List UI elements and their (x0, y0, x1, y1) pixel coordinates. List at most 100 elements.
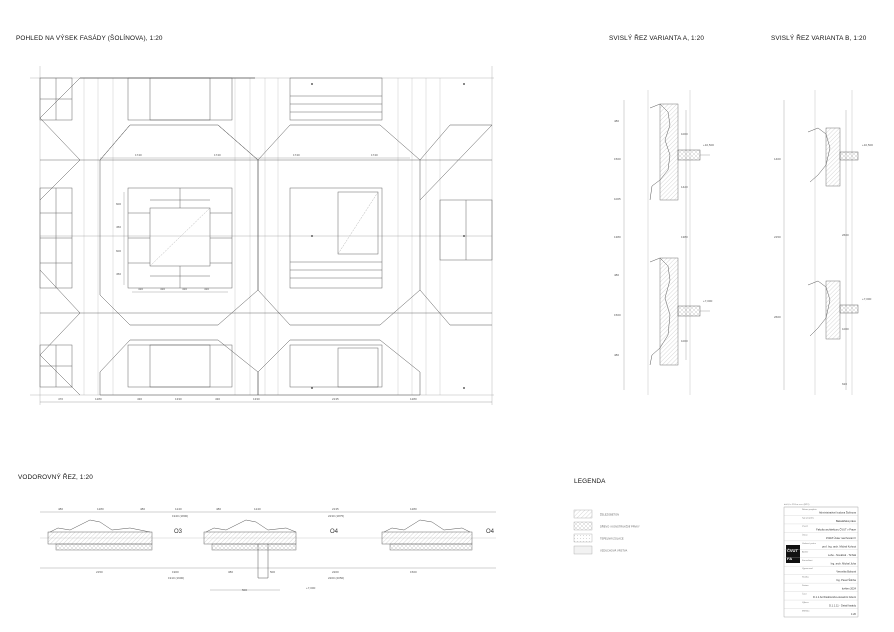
title-block-value: 15118 Ústav navrhování II (826, 535, 856, 540)
h-elevation: +7,000 (306, 586, 316, 590)
section-a-right-dim: 1000 (681, 339, 688, 343)
title-block-value: D.1.1 Architektonicko-stavební řešení (813, 595, 856, 599)
window-dim: 430 (138, 287, 143, 291)
section-a-level: +10,500 (703, 143, 714, 147)
section-a-left-dim: 480 (614, 273, 619, 277)
facade-bottom-dims: 470 1280 430 1330 430 1330 2135 1280 (40, 397, 492, 403)
title-block-key: Výkres (802, 601, 810, 604)
title-block-key: Ústav (802, 533, 808, 536)
facade-top-dim: 1740 (214, 153, 221, 157)
h-top-dim: 1240 (254, 507, 261, 511)
title-block-value: květen 2024 (842, 587, 857, 591)
section-b-left-dim: 2150 (774, 235, 781, 239)
legend-title: LEGENDA (574, 478, 606, 485)
section-a-left-dim: 480 (614, 119, 619, 123)
facade-bottom-dim: 1330 (253, 397, 260, 401)
h-bottom-sub-dim: 2200 (2050) (328, 576, 344, 580)
legend-swatch (573, 545, 593, 555)
facade-top-dim: 1740 (371, 153, 378, 157)
vertical-section-b-title: SVISLÝ ŘEZ VARIANTA B, 1:20 (771, 35, 867, 42)
title-block-value: 1:20 (851, 612, 857, 616)
section-a-left-dim: 1005 (614, 197, 621, 201)
title-block-value: Fakulta architektury ČVUT v Praze (816, 526, 856, 531)
section-tag: O4 (330, 529, 339, 535)
section-a-left-dim: 1500 (614, 313, 621, 317)
facade-bottom-dim: 1280 (410, 397, 417, 401)
section-a-left-dim: 1380 (614, 235, 621, 239)
section-b-level: +10,500 (862, 143, 873, 147)
cvut-logo (786, 545, 800, 563)
facade-window-right (289, 77, 383, 388)
title-block-key: Vypracoval (802, 567, 813, 570)
title-block-key: Konzultant (802, 559, 813, 562)
title-block-key: ČVUT (802, 525, 809, 528)
h-top-sub-dim: 2230 (1875) (328, 514, 344, 518)
h-top-dim: 480 (58, 507, 63, 511)
title-block-key: Měřítko (802, 610, 810, 613)
facade-top-dim: 1740 (135, 153, 142, 157)
h-top-dim: 1240 (175, 507, 182, 511)
title-block-key: Vedoucí práce (802, 542, 817, 545)
section-a-right-dim: 1380 (681, 235, 688, 239)
facade-view-title: POHLED NA VÝSEK FASÁDY (ŠOLÍNOVA), 1:20 (16, 35, 163, 42)
h-top-dim: 480 (216, 507, 221, 511)
window-dim: 600 (116, 202, 121, 206)
vertical-section-b (783, 90, 859, 395)
title-block-header: d=0,0 = 253 m n.m. (BPV) (784, 504, 810, 506)
title-block-key: Název projektu (802, 508, 817, 511)
h-bottom-dim: 1900 (172, 570, 179, 574)
h-top-dim: 1280 (97, 507, 104, 511)
facade-bottom-dim: 430 (137, 397, 142, 401)
section-b-right-dim: 2600 (842, 233, 849, 237)
section-b-right-dim: 620 (842, 382, 847, 386)
title-block-value: Lehe - Nováček - Tichák (828, 553, 857, 557)
title-block-value: prof. Ing. arch. Michal Kohout (822, 544, 856, 548)
horizontal-tags: O3 O4 O4 (174, 529, 495, 535)
title-block-value: D.1.1.11 - Detail fasády (829, 604, 857, 608)
section-b-left-dim: 1400 (774, 157, 781, 161)
h-bottom-dim: 2150 (96, 570, 103, 574)
section-a-level: +7,000 (703, 299, 713, 303)
title-block-value: Ing. Pavel Štěrba (836, 577, 856, 582)
title-block-key: Statika (802, 576, 809, 579)
h-top-sub-dim: 1940 (1800) (172, 514, 188, 518)
window-dim: 600 (116, 249, 121, 253)
h-bottom-sub-dim: 1910 (1900) (168, 576, 184, 580)
h-top-dim: 1280 (410, 507, 417, 511)
section-tag: O3 (174, 529, 183, 535)
title-block-value: Bakalářská práce (836, 519, 857, 523)
horizontal-dims: 480 1280 480 1240 480 1240 2135 1280 194… (58, 507, 417, 592)
facade-top-dims: 1740 1740 1740 1740 (100, 153, 410, 159)
horizontal-section-title: VODOROVNÝ ŘEZ, 1:20 (18, 474, 93, 481)
title-block-value: Ing. arch. Michal Juha (831, 561, 857, 565)
legend: ŽELEZOBETON DŘEVO / KONSTRUKČNÍ PRVKY TE… (573, 509, 640, 555)
facade-bottom-dim: 2135 (332, 397, 339, 401)
window-dim: 450 (116, 272, 121, 276)
cvut-logo-text: ČVUT (787, 548, 798, 553)
horizontal-section (40, 511, 496, 591)
legend-swatch (573, 533, 593, 543)
facade-bottom-dim: 1330 (175, 397, 182, 401)
title-block: d=0,0 = 253 m n.m. (BPV) ČVUT FA Název p… (783, 504, 859, 618)
section-b-right-dim: 1000 (842, 327, 849, 331)
legend-label: ŽELEZOBETON (600, 512, 619, 517)
section-a-left-dim: 1500 (614, 157, 621, 161)
title-block-key: Datum (802, 584, 809, 587)
legend-swatch (573, 509, 593, 519)
legend-label: DŘEVO / KONSTRUKČNÍ PRVKY (600, 524, 640, 529)
h-bottom-dim: 1500 (410, 570, 417, 574)
facade-bottom-dim: 430 (215, 397, 220, 401)
title-block-key: Část (802, 593, 807, 596)
vertical-section-a (623, 90, 710, 395)
title-block-value: Administrativní budova Šolínova (819, 510, 857, 515)
title-block-value: Veronika Bubová (836, 570, 856, 574)
facade-window-center (127, 77, 233, 388)
window-dim: 450 (116, 225, 121, 229)
section-a-left-dim: 480 (614, 353, 619, 357)
legend-label: VZDUCHOVÁ VRSTVA (600, 549, 627, 553)
h-bottom-dim: 2200 (332, 570, 339, 574)
facade-window-dims: 430 430 430 430 600 450 600 450 (116, 192, 228, 293)
legend-swatch (573, 521, 593, 531)
legend-label: TEPELNÁ IZOLACE (600, 537, 624, 541)
